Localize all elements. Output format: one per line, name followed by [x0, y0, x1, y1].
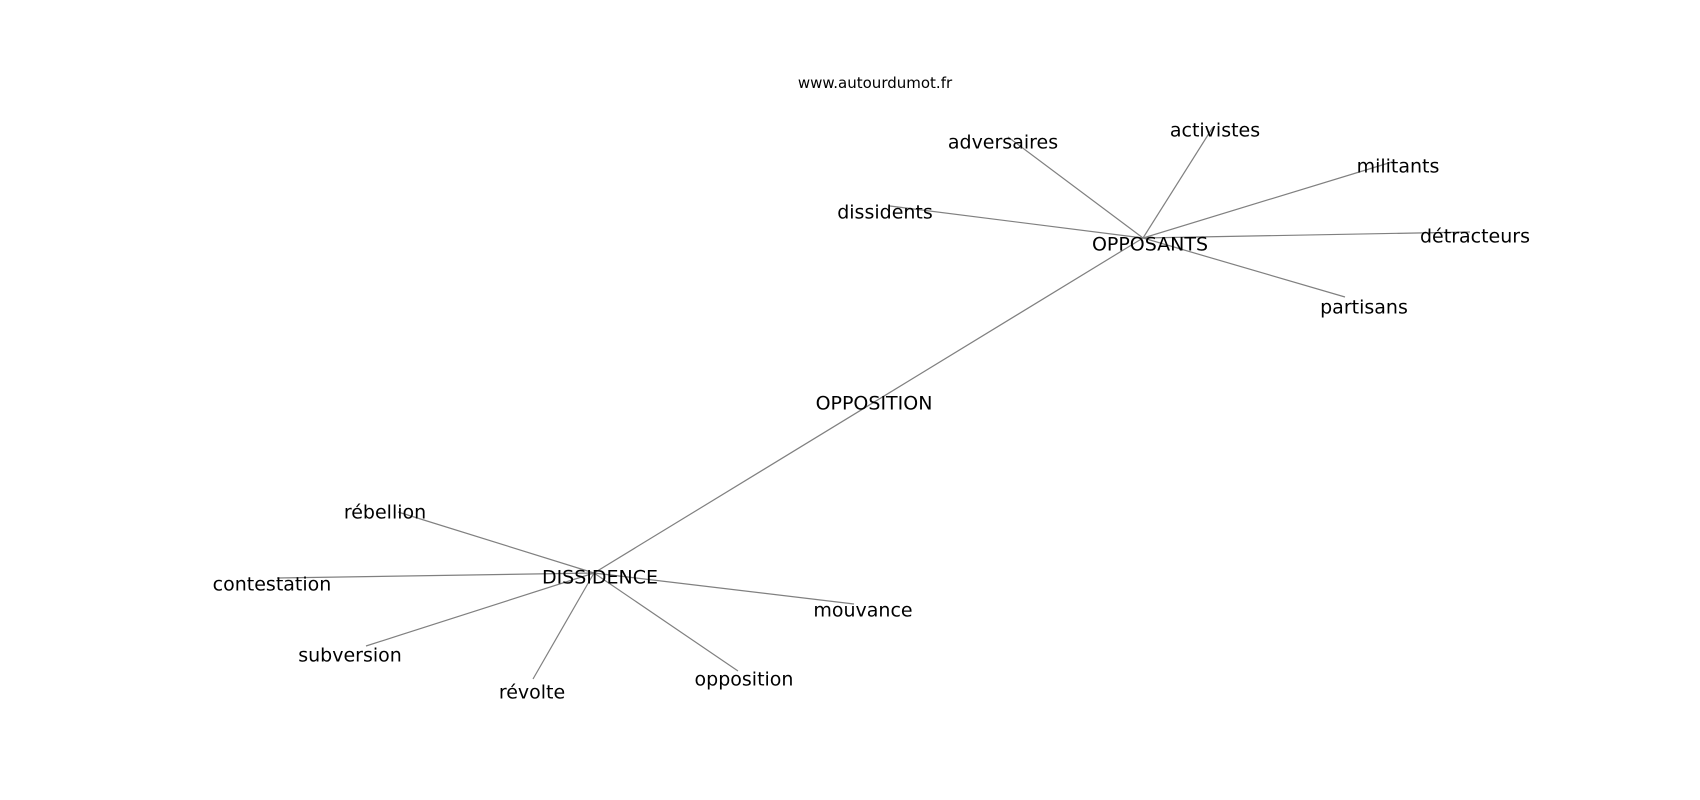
- edge-opposants-militants: [1142, 161, 1393, 239]
- node-label-subversion[interactable]: subversion: [298, 645, 402, 667]
- site-credit: www.autourdumot.fr: [798, 74, 953, 92]
- node-label-opposition-word[interactable]: opposition: [695, 669, 794, 691]
- node-label-mouvance[interactable]: mouvance: [813, 600, 912, 622]
- edge-dissidence-opposition-word: [593, 572, 739, 672]
- node-label-revolte[interactable]: révolte: [499, 682, 565, 704]
- node-label-dissidence[interactable]: DISSIDENCE: [542, 567, 658, 589]
- labels-layer: OPPOSITION OPPOSANTS DISSIDENCE adversaires…: [213, 120, 1530, 704]
- edge-dissidence-contestation: [276, 572, 595, 579]
- edge-dissidence-revolte: [532, 572, 595, 680]
- edge-opposants-dissidence: [593, 237, 1144, 574]
- edge-dissidence-subversion: [365, 572, 595, 647]
- node-label-rebellion[interactable]: rébellion: [344, 502, 426, 524]
- node-label-partisans[interactable]: partisans: [1320, 297, 1408, 319]
- edge-dissidence-mouvance: [593, 572, 855, 605]
- node-label-contestation[interactable]: contestation: [213, 574, 332, 596]
- edge-opposants-adversaires: [1007, 136, 1144, 239]
- edge-opposants-dissidents: [889, 205, 1144, 239]
- edge-opposants-partisans: [1142, 237, 1346, 298]
- node-label-detracteurs[interactable]: détracteurs: [1420, 226, 1530, 248]
- edges-layer: [276, 126, 1471, 680]
- node-label-opposants[interactable]: OPPOSANTS: [1092, 234, 1208, 256]
- node-label-militants[interactable]: militants: [1357, 156, 1440, 178]
- edge-opposants-detracteurs: [1142, 231, 1471, 239]
- node-label-dissidents[interactable]: dissidents: [837, 202, 933, 224]
- node-label-activistes[interactable]: activistes: [1170, 120, 1260, 142]
- edge-opposants-activistes: [1142, 126, 1214, 239]
- node-label-adversaires[interactable]: adversaires: [948, 132, 1058, 154]
- node-label-opposition-center[interactable]: OPPOSITION: [816, 393, 933, 415]
- edge-dissidence-rebellion: [397, 511, 595, 574]
